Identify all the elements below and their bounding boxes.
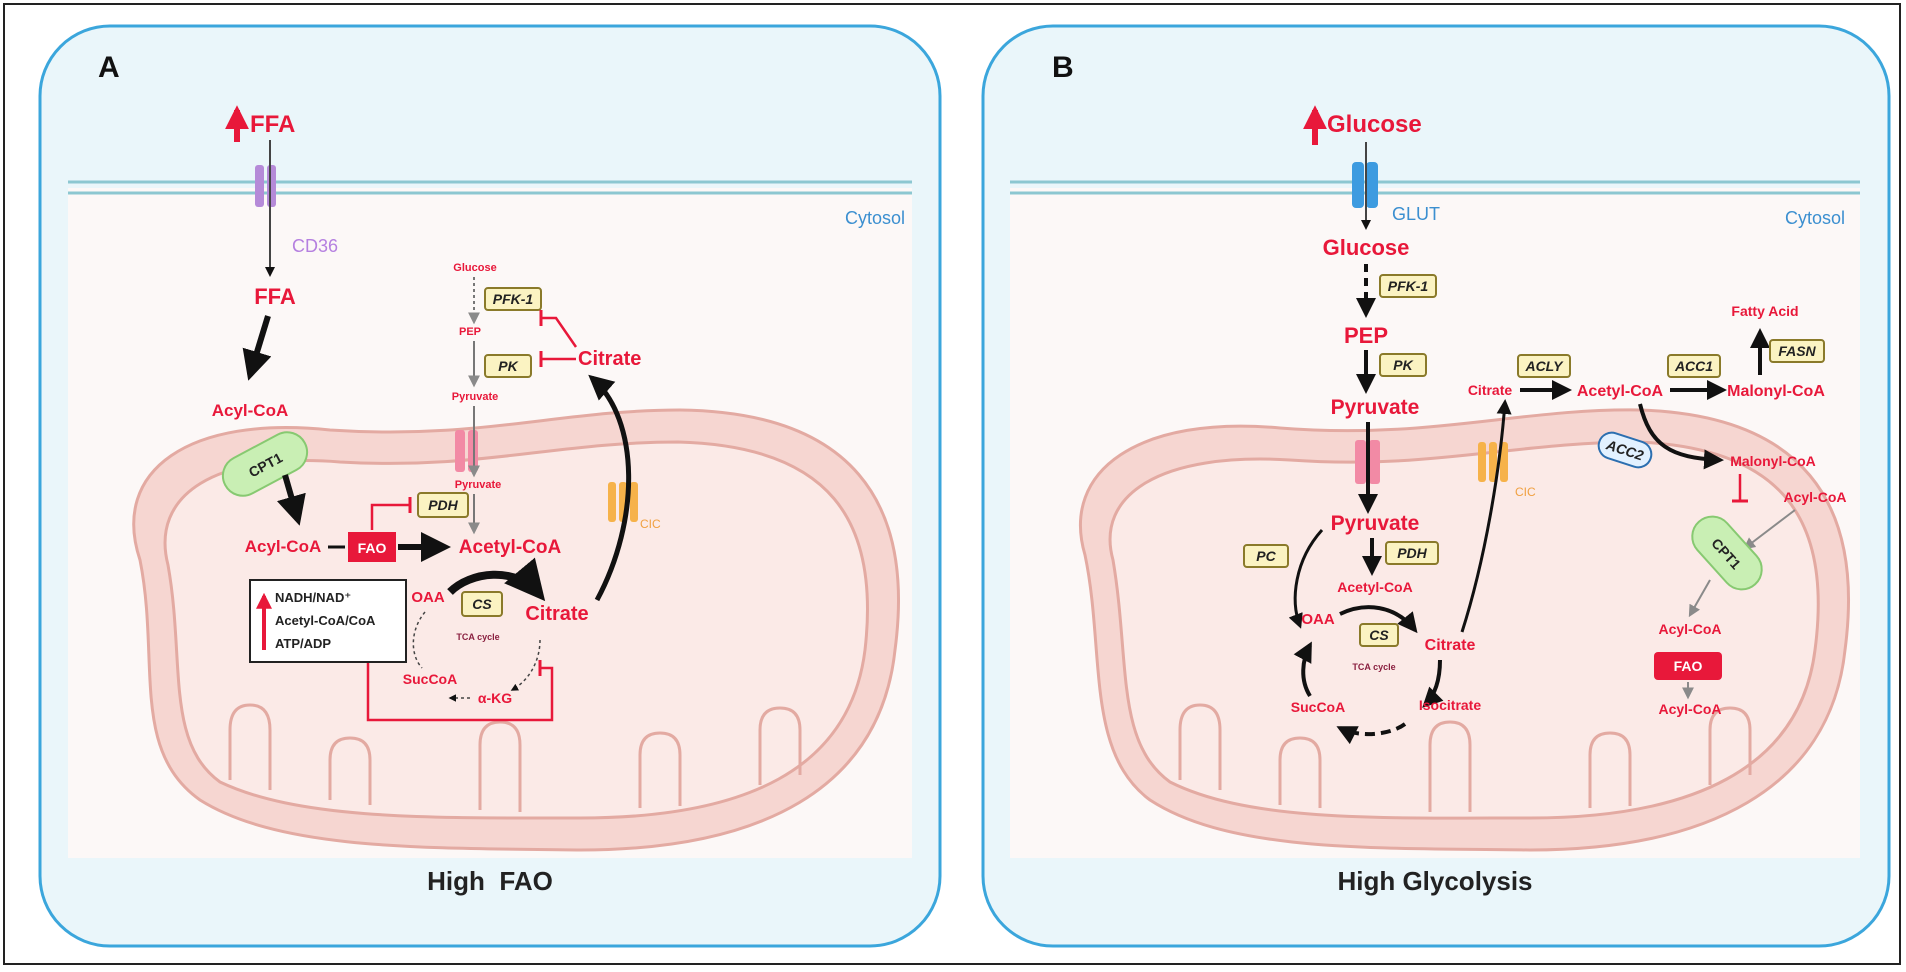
panel-b-glut-label: GLUT bbox=[1392, 204, 1440, 224]
panel-a-pk-label: PK bbox=[498, 358, 518, 374]
panel-b-acc2-protein: ACC2 bbox=[1597, 431, 1653, 469]
panel-a-pfk1-box bbox=[484, 287, 542, 311]
panel-b-pk-box bbox=[1379, 353, 1427, 377]
panel-a-acyl-coa-cyto: Acyl-CoA bbox=[212, 401, 289, 420]
panel-b-cs-box bbox=[1359, 623, 1399, 647]
panel-b-pyruvate-carrier-icon bbox=[1355, 440, 1380, 484]
panel-b-cristae bbox=[1178, 703, 1752, 812]
panel-a-cic-label: CIC bbox=[640, 517, 661, 531]
panel-b-cic-carrier-icon bbox=[1478, 442, 1508, 482]
panel-a-cd36-label: CD36 bbox=[292, 236, 338, 256]
panel-a-cpt1-protein: CPT1 bbox=[221, 431, 309, 497]
panel-a-mitochondrion-inner bbox=[163, 440, 870, 820]
panel-b-cytosol-label: Cytosol bbox=[1785, 208, 1845, 228]
panel-a-ffa-to-acyl-arrow bbox=[242, 315, 272, 381]
panel-b-acyl-coa-out: Acyl-CoA bbox=[1658, 701, 1721, 717]
panel-b-fasn-label: FASN bbox=[1778, 343, 1816, 359]
panel-b-fatty-acid: Fatty Acid bbox=[1731, 303, 1798, 319]
panel-a-cristae bbox=[228, 703, 802, 812]
panel-a-akg-inhibition-line bbox=[366, 663, 554, 722]
panel-b-acly-box bbox=[1517, 354, 1571, 378]
panel-b-malonyl-coa-2: Malonyl-CoA bbox=[1730, 453, 1816, 469]
panel-b-fao-label: FAO bbox=[1674, 658, 1703, 674]
panel-a-citrate-mito: Citrate bbox=[525, 603, 588, 625]
panel-b-glut-transporter-icon bbox=[1352, 162, 1378, 208]
panel-b-malonyl-coa-1: Malonyl-CoA bbox=[1727, 383, 1825, 400]
panel-b-cpt1-protein: CPT1 bbox=[1691, 515, 1763, 591]
panel-b-pk-label: PK bbox=[1393, 357, 1413, 373]
panel-b-glucose: Glucose bbox=[1323, 235, 1410, 260]
panel-b-pfk1-box bbox=[1379, 274, 1437, 298]
panel-a-ratio-line-3: ATP/ADP bbox=[275, 636, 331, 651]
panel-b-acyl-coa-cyto: Acyl-CoA bbox=[1783, 489, 1846, 505]
panel-a-pfk1-label: PFK-1 bbox=[493, 291, 534, 307]
panel-b-pep: PEP bbox=[1344, 323, 1388, 348]
panel-a-tca-label: TCA cycle bbox=[456, 632, 499, 642]
panel-b-letter: B bbox=[1052, 51, 1074, 84]
panel-a-pk-box bbox=[484, 354, 532, 378]
panel-a-akg: α-KG bbox=[478, 690, 512, 706]
panel-b-fasn-box bbox=[1769, 339, 1825, 363]
panel-b-oaa: OAA bbox=[1301, 611, 1335, 628]
panel-b-acyl-coa-mito: Acyl-CoA bbox=[1658, 621, 1721, 637]
panel-a-pdh-box bbox=[417, 492, 469, 518]
panel-a-pep: PEP bbox=[459, 326, 481, 338]
panel-a-oaa: OAA bbox=[411, 589, 445, 606]
panel-b-tca-label: TCA cycle bbox=[1352, 662, 1395, 672]
panel-a-acyl-coa-mito: Acyl-CoA bbox=[245, 537, 322, 556]
panel-b-cs-label: CS bbox=[1369, 627, 1389, 643]
panel-a-fao-label: FAO bbox=[358, 540, 387, 556]
panel-a-cs-box bbox=[461, 591, 503, 617]
panel-b-acly-label: ACLY bbox=[1524, 358, 1564, 374]
panel-b: B Cytosol Glucose GLUT Glucose PFK-1 PEP… bbox=[981, 24, 1891, 948]
panel-b-succoa: SucCoA bbox=[1291, 699, 1345, 715]
panel-a-citrate-cyto: Citrate bbox=[578, 348, 641, 370]
panel-a-cytosol-label: Cytosol bbox=[845, 208, 905, 228]
panel-a-letter: A bbox=[98, 51, 120, 84]
panel-a-ratio-line-2: Acetyl-CoA/CoA bbox=[275, 613, 376, 628]
panel-b-pc-label: PC bbox=[1256, 548, 1276, 564]
panel-a-cic-carrier-icon bbox=[608, 482, 638, 522]
panel-a-pyruvate-mito: Pyruvate bbox=[455, 479, 501, 491]
panel-b-citrate-cyto: Citrate bbox=[1468, 382, 1513, 398]
panel-b-citrate-mito: Citrate bbox=[1425, 637, 1476, 654]
panel-b-acc1-box bbox=[1667, 354, 1721, 378]
panel-a-acetyl-coa: Acetyl-CoA bbox=[459, 537, 562, 558]
panel-b-pdh-label: PDH bbox=[1397, 545, 1427, 561]
panel-b-fao-box bbox=[1654, 652, 1722, 680]
panel-a-pdh-inhibition-line bbox=[370, 503, 410, 530]
panel-b-glucose-top: Glucose bbox=[1327, 111, 1422, 138]
panel-a-pdh-label: PDH bbox=[428, 497, 458, 513]
panel-b-isocitrate: Isocitrate bbox=[1419, 697, 1481, 713]
panel-a-ratio-box bbox=[249, 579, 407, 663]
panel-a-cpt1-arrow bbox=[276, 474, 306, 526]
panel-a-fao-box bbox=[348, 532, 396, 562]
panel-a-cs-label: CS bbox=[472, 596, 492, 612]
panel-a-caption: High FAO bbox=[427, 866, 553, 896]
panel-b-pyruvate-mito: Pyruvate bbox=[1331, 512, 1420, 535]
panel-a: A Cytosol FFA CD36 FFA Acyl-CoA CPT1 Acy… bbox=[38, 24, 942, 948]
panel-a-pyruvate-cyto: Pyruvate bbox=[452, 391, 498, 403]
panel-a-ffa-top: FFA bbox=[250, 111, 295, 138]
panel-b-caption: High Glycolysis bbox=[1337, 866, 1532, 896]
panel-b-acc1-label: ACC1 bbox=[1674, 358, 1713, 374]
panel-a-ffa: FFA bbox=[254, 284, 296, 309]
panel-a-ratio-line-1: NADH/NAD⁺ bbox=[275, 590, 351, 605]
panel-b-pc-box bbox=[1243, 544, 1289, 568]
panel-b-cic-label: CIC bbox=[1515, 485, 1536, 499]
panel-b-pyruvate-cyto: Pyruvate bbox=[1331, 396, 1420, 419]
panel-a-succoa: SucCoA bbox=[403, 671, 457, 687]
panel-a-citrate-export-arrow bbox=[588, 374, 632, 602]
panel-b-pfk1-label: PFK-1 bbox=[1388, 278, 1429, 294]
panel-a-glucose: Glucose bbox=[453, 262, 496, 274]
panel-b-acetyl-coa-mito: Acetyl-CoA bbox=[1337, 579, 1412, 595]
panel-b-pdh-box bbox=[1385, 541, 1439, 565]
panel-b-acetyl-coa-cyto: Acetyl-CoA bbox=[1577, 383, 1664, 400]
